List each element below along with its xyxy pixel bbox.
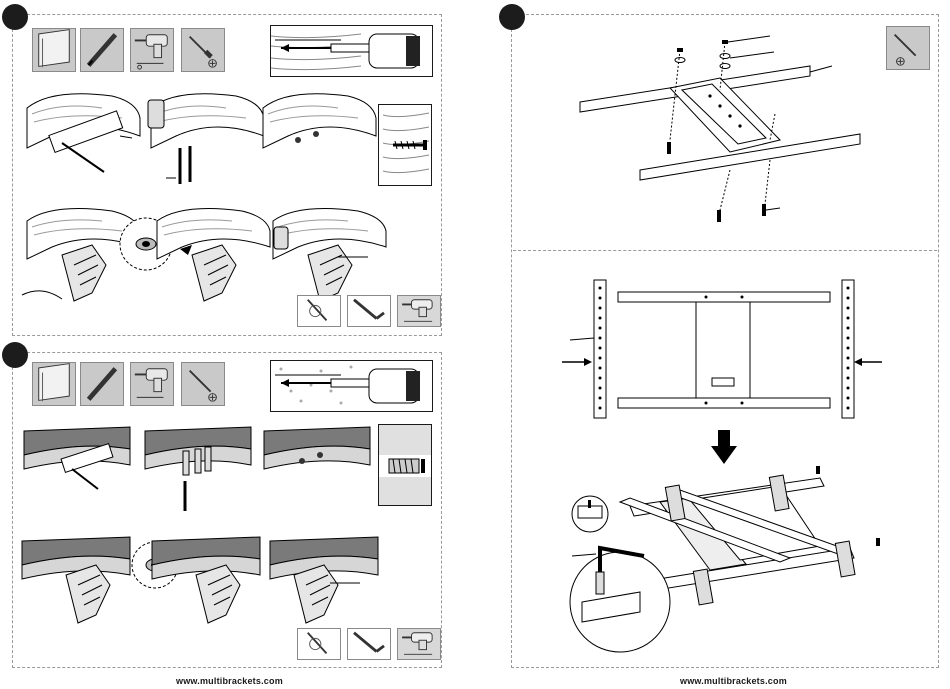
drill-step-box — [397, 295, 441, 327]
ruler-icon — [33, 29, 75, 71]
drill-icon — [131, 363, 173, 405]
pencil-icon — [81, 363, 123, 405]
hex-key-icon — [348, 296, 390, 326]
concrete-anchor-illustration — [379, 425, 432, 506]
bracket-attach-drawing-2 — [152, 205, 272, 305]
screwdriver-icon — [887, 27, 929, 69]
pencil-tool-box-2 — [80, 362, 124, 406]
step-3-number-dot — [499, 4, 525, 30]
ceiling-screw-drawing — [146, 88, 266, 188]
concrete-holes-drawing — [262, 425, 372, 495]
footer-url-right[interactable]: www.multibrackets.com — [680, 676, 787, 686]
concrete-bracket-drawing-2 — [150, 535, 270, 625]
screwdriver-icon — [182, 363, 224, 405]
rail-plate-assembly-drawing — [570, 30, 880, 230]
drill-wood-illustration — [271, 26, 433, 77]
concrete-anchor-drawing — [143, 425, 253, 515]
pencil-tool-box — [80, 28, 124, 72]
ruler-tool-box-2 — [32, 362, 76, 406]
drill-icon — [131, 29, 173, 71]
step-1-number-dot — [2, 4, 28, 30]
screwdriver-step-box — [297, 295, 341, 327]
drill-icon — [398, 296, 440, 326]
concrete-bracket-drawing-3 — [268, 535, 388, 625]
concrete-template-drawing — [22, 425, 132, 495]
screwdriver-icon — [298, 296, 340, 326]
footer-url-left[interactable]: www.multibrackets.com — [176, 676, 283, 686]
screwdriver-tool-box — [181, 28, 225, 72]
wood-screw-detail — [378, 104, 432, 186]
tv-rails-layout-drawing — [560, 278, 900, 422]
drill-tool-box — [130, 28, 174, 72]
ceiling-holes-drawing — [258, 88, 378, 178]
screwdriver-tool-box-3 — [886, 26, 930, 70]
concrete-bracket-drawing-1 — [20, 535, 140, 625]
down-arrow-icon — [711, 430, 737, 464]
drill-concrete-diagram — [270, 360, 433, 412]
screwdriver-step-box-2 — [297, 628, 341, 660]
hex-key-icon — [348, 629, 390, 659]
screwdriver-tool-box-2 — [181, 362, 225, 406]
wood-screw-illustration — [379, 105, 432, 186]
drill-icon — [398, 629, 440, 659]
mounted-bracket-assembly-drawing — [560, 462, 890, 662]
drill-step-box-2 — [397, 628, 441, 660]
ruler-icon — [33, 363, 75, 405]
ruler-tool-box — [32, 28, 76, 72]
concrete-anchor-detail — [378, 424, 432, 506]
drill-concrete-illustration — [271, 361, 433, 412]
screwdriver-icon — [182, 29, 224, 71]
screwdriver-icon — [298, 629, 340, 659]
hex-key-step-box-2 — [347, 628, 391, 660]
pencil-icon — [81, 29, 123, 71]
bracket-attach-drawing-3 — [268, 205, 388, 305]
ceiling-template-drawing — [22, 88, 142, 178]
drill-depth-diagram — [270, 25, 433, 77]
step-3-divider — [513, 250, 937, 251]
drill-tool-box-2 — [130, 362, 174, 406]
hex-key-step-box — [347, 295, 391, 327]
step-2-number-dot — [2, 342, 28, 368]
